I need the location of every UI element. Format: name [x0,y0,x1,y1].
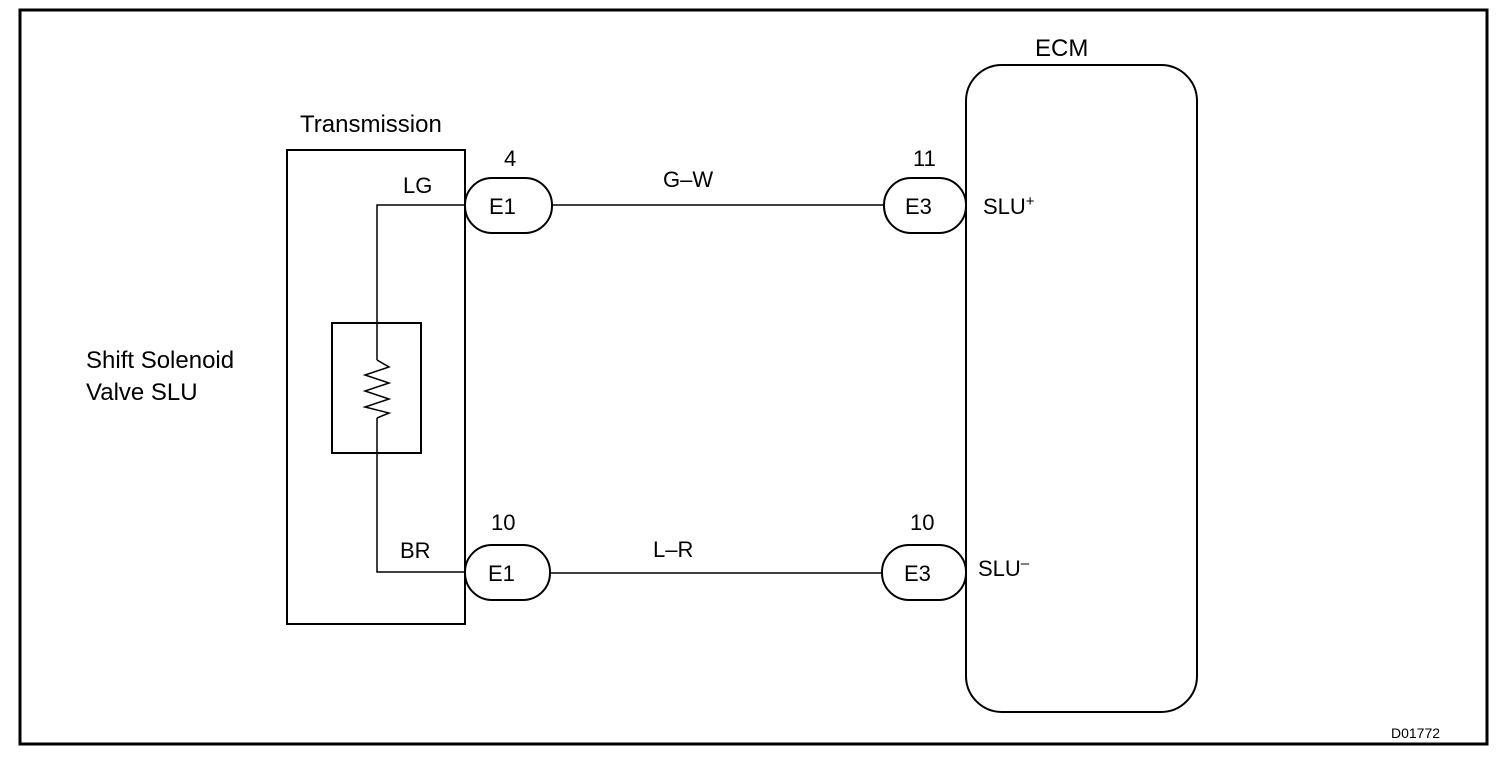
solenoid-label-line2: Valve SLU [86,379,198,406]
ecm-terminal-slu-plus-text: SLU [983,194,1026,219]
pin-number-top-right: 11 [913,146,936,171]
ecm-box [965,64,1198,713]
harness-color-lr: L–R [653,537,693,562]
transmission-label: Transmission [300,111,442,138]
solenoid-box [331,322,422,454]
connector-e1-bottom-label: E1 [488,561,515,586]
solenoid-wire-top [376,204,465,360]
pin-number-top-left: 4 [504,146,516,171]
transmission-box [286,149,466,625]
ecm-label: ECM [1035,35,1088,62]
ecm-terminal-slu-plus: SLU+ [983,193,1035,219]
resistor-symbol [362,359,392,419]
solenoid-label-line1: Shift Solenoid [86,347,234,374]
pin-number-bottom-left: 10 [491,510,515,535]
solenoid-wire-bottom [376,418,465,573]
harness-color-gw: G–W [663,167,713,192]
connector-e3-bottom-label: E3 [904,561,931,586]
connector-e3-top-label: E3 [905,194,932,219]
wire-color-br: BR [400,538,431,563]
ecm-terminal-slu-minus: SLU– [978,555,1030,581]
wire-color-lg: LG [403,173,432,198]
pin-number-bottom-right: 10 [910,510,934,535]
ecm-terminal-slu-minus-sup: – [1021,555,1030,572]
figure-code: D01772 [1391,725,1440,741]
connector-e1-top-label: E1 [489,194,516,219]
ecm-terminal-slu-minus-text: SLU [978,556,1021,581]
ecm-terminal-slu-plus-sup: + [1026,193,1035,210]
diagram-frame [18,8,1489,746]
